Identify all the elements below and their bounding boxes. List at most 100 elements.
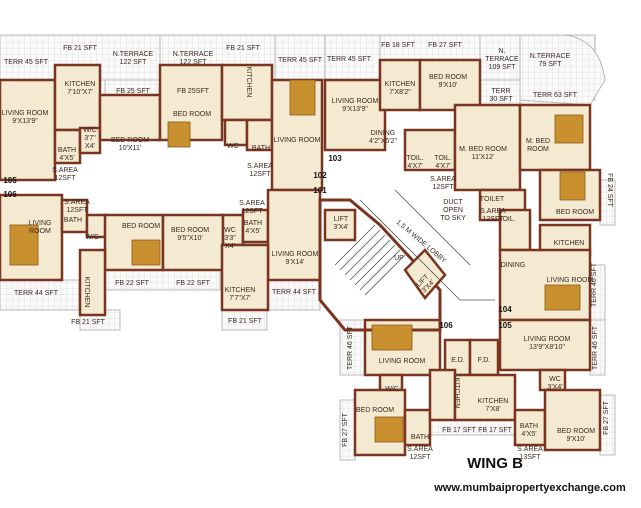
- sofa-set-icon: [544, 284, 581, 311]
- room-label-line: TOIL.: [406, 155, 423, 162]
- room-label-line: LIVING ROOM: [547, 277, 594, 284]
- room-label: TERR 44 SFT: [14, 290, 59, 297]
- room-label-line: 13'9"X8'10": [529, 344, 565, 351]
- room-label-line: KITCHEN: [65, 81, 96, 88]
- room-label: BED ROOM: [173, 111, 211, 118]
- room-label-line: 11'X12': [472, 154, 494, 161]
- room: [403, 408, 432, 447]
- room-label: W/C: [85, 234, 99, 241]
- room-label-line: 12SFT: [66, 207, 88, 214]
- room-label-line: TERR 63 SFT: [533, 92, 578, 99]
- room-label-line: ROOM: [29, 228, 51, 235]
- room-label-line: 4'X5': [245, 228, 260, 235]
- room-label-line: BATH: [64, 217, 82, 224]
- room-label: TOIL.: [498, 216, 515, 223]
- room-label: FB 25 SFT: [116, 88, 151, 95]
- room-label-line: KITCHEN: [385, 81, 416, 88]
- room-label: F.D.: [478, 357, 491, 364]
- bed-icon: [374, 416, 404, 443]
- room-label-line: E.D.: [451, 357, 465, 364]
- room-label-line: 3'X4': [333, 224, 348, 231]
- room-label-line: TERR 45 SFT: [4, 59, 49, 66]
- bed-icon: [559, 171, 586, 201]
- room: [161, 213, 225, 272]
- room-label-line: BATH: [58, 147, 76, 154]
- room-label-line: FB 21 SFT: [71, 319, 106, 326]
- room-label: KITCHEN: [554, 240, 585, 247]
- room-label-line: FB 27 SFT: [428, 42, 463, 49]
- room: [498, 318, 592, 372]
- room-label-line: BED ROOM: [429, 74, 467, 81]
- stair-lift-core: [318, 189, 495, 332]
- flat-number: 101: [313, 186, 327, 195]
- room-label: TERR 46 SFT: [591, 262, 598, 307]
- room-label-line: LIVING ROOM: [2, 110, 49, 117]
- room-label-line: 12SFT: [241, 208, 263, 215]
- room-label-line: 7'X8': [485, 406, 500, 413]
- room-label-line: FB 17 SFT: [478, 427, 513, 434]
- room-label-line: KITCHEN: [478, 398, 509, 405]
- terraces: [0, 34, 616, 461]
- furniture: [9, 79, 586, 443]
- room-label-line: 7'7"X7': [229, 295, 251, 302]
- room-label-line: BED ROOM: [111, 137, 149, 144]
- room-label-line: S.AREA: [52, 167, 78, 174]
- room-label-line: LIVING ROOM: [332, 98, 379, 105]
- room-label-line: KITCHEN: [225, 287, 256, 294]
- room-label: TOILET: [480, 196, 505, 203]
- room-label: BED ROOM: [556, 209, 594, 216]
- room-label-line: 12SFT: [249, 171, 271, 178]
- room-label-line: TERR 46 SFT: [592, 325, 599, 370]
- room-label: TOIL.4'X7': [406, 155, 423, 170]
- room-label: BED ROOM: [122, 223, 160, 230]
- room-label-line: TERRACE: [485, 56, 519, 63]
- room-label-line: S.AREA: [407, 446, 433, 453]
- room-label-line: TERR 44 SFT: [272, 289, 317, 296]
- room-label-line: 12SFT: [54, 175, 76, 182]
- room-label-line: 79 SFT: [539, 61, 563, 68]
- room-label: TERR 63 SFT: [533, 92, 578, 99]
- room-label: DINING: [501, 262, 526, 269]
- room-label-line: 3'X4': [547, 384, 562, 391]
- room-label-line: TERR: [491, 88, 510, 95]
- room-label: TOIL.4'X7': [434, 155, 451, 170]
- room-label-line: 9'X10': [438, 82, 457, 89]
- terrace-area: [379, 34, 481, 61]
- room-label-line: LIVING ROOM: [524, 336, 571, 343]
- room-label: UP: [394, 255, 404, 262]
- room-label: FB 17 SFT: [442, 427, 477, 434]
- room-label-line: ROOM: [527, 146, 549, 153]
- room-label-line: 9'X14': [285, 259, 304, 266]
- room: [513, 408, 547, 447]
- room-label-line: LIVING ROOM: [272, 251, 319, 258]
- room-label-line: N.TERRACE: [113, 51, 154, 58]
- room-label-line: TOIL.: [434, 155, 451, 162]
- room-label-line: 9'X13'9": [342, 106, 368, 113]
- room-label-line: BATH: [252, 145, 270, 152]
- room-label-line: 9'X13'9": [12, 118, 38, 125]
- room-label-line: FB 25SFT: [177, 88, 210, 95]
- bed-icon: [554, 114, 584, 144]
- room-label: FB 21 SFT: [226, 45, 261, 52]
- room-label-line: 4'X7': [435, 163, 450, 170]
- room-label-line: 12SFT: [432, 184, 454, 191]
- room-label-line: 122 SFT: [120, 59, 148, 66]
- room-label-line: 9'X10': [566, 436, 585, 443]
- room-label-line: S.AREA: [517, 446, 543, 453]
- room-label-line: LIFT: [334, 216, 349, 223]
- room-label: TERR 46 SFT: [592, 325, 599, 370]
- room-label-line: FB 24 SFT: [606, 173, 613, 208]
- room-label-line: N.TERRACE: [530, 53, 571, 60]
- room-label-line: TERR 45 SFT: [278, 57, 323, 64]
